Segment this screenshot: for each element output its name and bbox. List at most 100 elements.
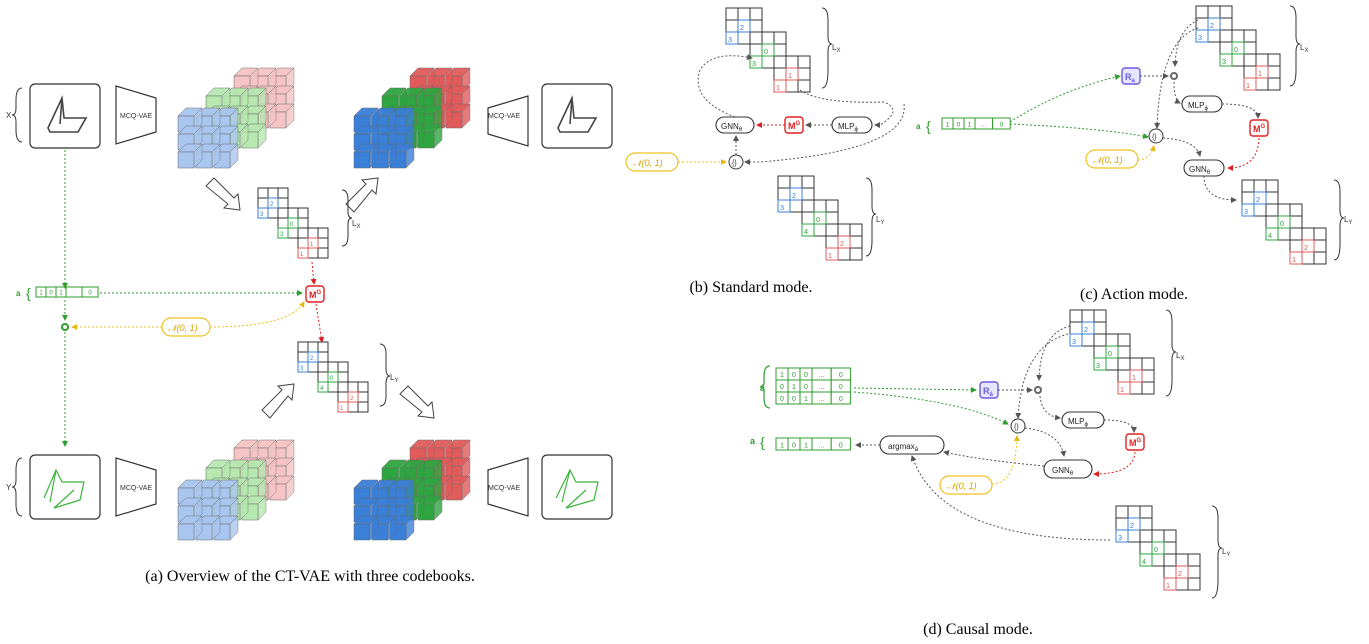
grid-cell-value: 1 (788, 71, 792, 80)
grid-cell-value: 1 (1258, 69, 1262, 78)
grid-cell-colored (297, 247, 309, 259)
y-label: Y (6, 483, 12, 492)
grid-cell (337, 391, 349, 403)
grid-cell (749, 7, 763, 21)
decoder-label-x: MCQ-VAE (488, 113, 520, 120)
svg-text:LX: LX (1176, 351, 1184, 362)
grid-cell-colored (1127, 517, 1141, 531)
grid-cell (1069, 321, 1083, 335)
grid-cell (1313, 239, 1327, 253)
ly-label-a: LY (390, 373, 398, 384)
grid-cell-colored (801, 223, 815, 237)
grid-cell (317, 341, 329, 353)
grid-cell (785, 79, 799, 93)
grid-cell (1231, 29, 1245, 43)
grid-cell-value: 2 (840, 239, 844, 248)
grid-cell (1187, 577, 1201, 591)
grid-cell (317, 371, 329, 383)
svg-text:argmaxâ: argmaxâ (888, 442, 919, 453)
grid-cell-colored (257, 207, 269, 219)
grid-cell (1187, 553, 1201, 567)
grid-cell (1117, 333, 1131, 347)
output-image-y (29, 454, 101, 520)
grid-cell (1219, 17, 1233, 31)
svg-text:{: { (926, 118, 931, 134)
noise-node-d (939, 475, 993, 495)
grid-cell-colored (1175, 565, 1189, 579)
grid-cell (1243, 65, 1257, 79)
grid-cell-value: 3 (728, 35, 732, 44)
grid-cell (1289, 227, 1303, 241)
grid-cell (1187, 565, 1201, 579)
grid-cell (317, 227, 329, 239)
matrix-cell-value: 0 (780, 396, 784, 403)
grid-cell (837, 247, 851, 261)
svg-text:MG: MG (1253, 124, 1266, 134)
grid-cell (297, 217, 309, 229)
grid-cell-value: 0 (1234, 45, 1238, 54)
grid-cell (317, 351, 329, 363)
vector-cell-value: ... (819, 441, 825, 450)
grid-cell (1093, 321, 1107, 335)
grid-cell-colored (347, 391, 359, 403)
grid-cell (777, 175, 791, 189)
grid-cell (1265, 179, 1279, 193)
grid-cell (297, 351, 309, 363)
grid-cell-value: 2 (310, 356, 314, 362)
grid-cell (1081, 333, 1095, 347)
vector-cell-value: 0 (957, 122, 961, 129)
grid-cell-colored (1241, 203, 1255, 217)
grid-cell (761, 55, 775, 69)
matrix-cell-value: 1 (804, 396, 808, 403)
x-label: X (6, 111, 12, 120)
grid-cell (1081, 309, 1095, 323)
grid-cell (1093, 333, 1107, 347)
grid-cell-value: 1 (1120, 385, 1124, 394)
grid-cell (749, 31, 763, 45)
grid-cell (749, 19, 763, 33)
matrix-cell-value: 0 (839, 372, 843, 379)
matrix-cell-value: 0 (804, 372, 808, 379)
grid-cell-colored (1093, 357, 1107, 371)
grid-cell (1151, 529, 1165, 543)
grid-cell (317, 237, 329, 249)
grid-cell (1243, 29, 1257, 43)
grid-cell (327, 381, 339, 393)
svg-text:𝒩(0, 1): 𝒩(0, 1) (168, 323, 198, 333)
grid-cell (1163, 553, 1177, 567)
grid-cell-value: 2 (1178, 569, 1182, 578)
decoder-label-y2: MCQ-VAE (488, 485, 520, 492)
grid-cell (1241, 179, 1255, 193)
grid-cell (825, 235, 839, 249)
vector-cell-value: ... (981, 122, 987, 129)
grid-cell-value: 3 (1244, 207, 1248, 216)
grid-cell (1105, 357, 1119, 371)
grid-cell (297, 341, 309, 353)
svg-text:MLPϕ: MLPϕ (1068, 417, 1088, 428)
caption-a: (a) Overview of the CT-VAE with three co… (145, 568, 475, 585)
grid-cell (849, 223, 863, 237)
grid-cell-colored (307, 237, 319, 249)
decoder-shape-y (115, 457, 157, 517)
grid-cell (277, 187, 289, 199)
grid-cell-value: 1 (1246, 81, 1250, 90)
grid-cell (1175, 553, 1189, 567)
grid-cell-value: 3 (1222, 57, 1226, 66)
grid-cell (1141, 381, 1155, 395)
grid-cell-colored (337, 401, 349, 413)
grid-cell (813, 199, 827, 213)
grid-cell (1219, 29, 1233, 43)
grid-cell (1277, 227, 1291, 241)
grid-cell (1231, 53, 1245, 67)
mg-node-a (305, 285, 325, 303)
grid-cell-value: 2 (740, 23, 744, 32)
vector-cell-value: 0 (792, 441, 796, 450)
grid-cell (1243, 41, 1257, 55)
grid-cell-colored (1207, 17, 1221, 31)
grid-cell (307, 227, 319, 239)
grid-cell-value: 2 (1210, 21, 1214, 30)
